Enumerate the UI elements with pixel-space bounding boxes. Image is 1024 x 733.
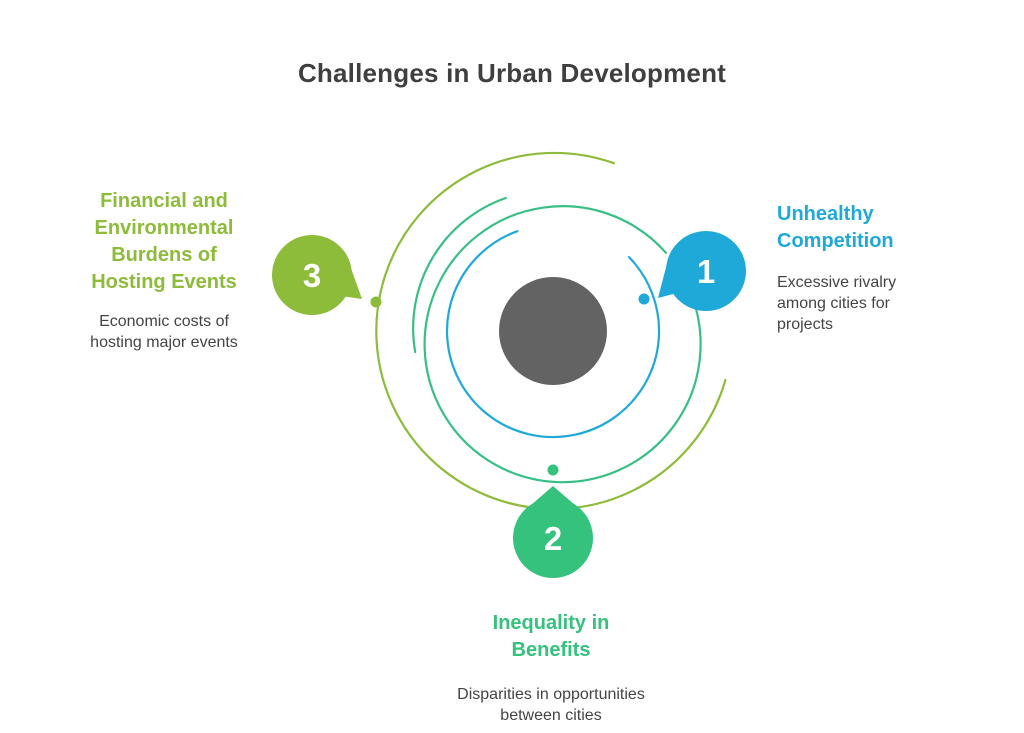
marker-3-number: 3 bbox=[303, 257, 321, 294]
marker-2-number: 2 bbox=[544, 520, 562, 557]
core-circle bbox=[499, 277, 607, 385]
outer-ring-arc bbox=[375, 151, 727, 511]
item-1-title: Unhealthy Competition bbox=[777, 203, 894, 252]
item-1-description: Excessive rivalry among cities for proje… bbox=[777, 274, 897, 333]
diagram-title: Challenges in Urban Development bbox=[297, 58, 727, 88]
item-3-description: Economic costs of hosting major events bbox=[90, 313, 238, 351]
item-2-title: Inequality in Benefits bbox=[492, 612, 610, 661]
marker-1-number: 1 bbox=[697, 253, 715, 290]
connector-dot-1 bbox=[638, 293, 650, 305]
middle-ring-tail-arc bbox=[412, 196, 507, 354]
inner-ring-arc bbox=[445, 230, 661, 439]
item-3-title: Financial and Environmental Burdens of H… bbox=[91, 190, 237, 293]
item-2-description: Disparities in opportunities between cit… bbox=[457, 686, 645, 724]
connector-dot-3 bbox=[370, 296, 382, 308]
marker-2-badge: 2 bbox=[513, 486, 593, 578]
marker-1-badge: 1 bbox=[658, 231, 746, 311]
middle-ring-arc bbox=[423, 205, 702, 484]
marker-3-badge: 3 bbox=[272, 235, 362, 315]
connector-dot-2 bbox=[547, 464, 559, 476]
